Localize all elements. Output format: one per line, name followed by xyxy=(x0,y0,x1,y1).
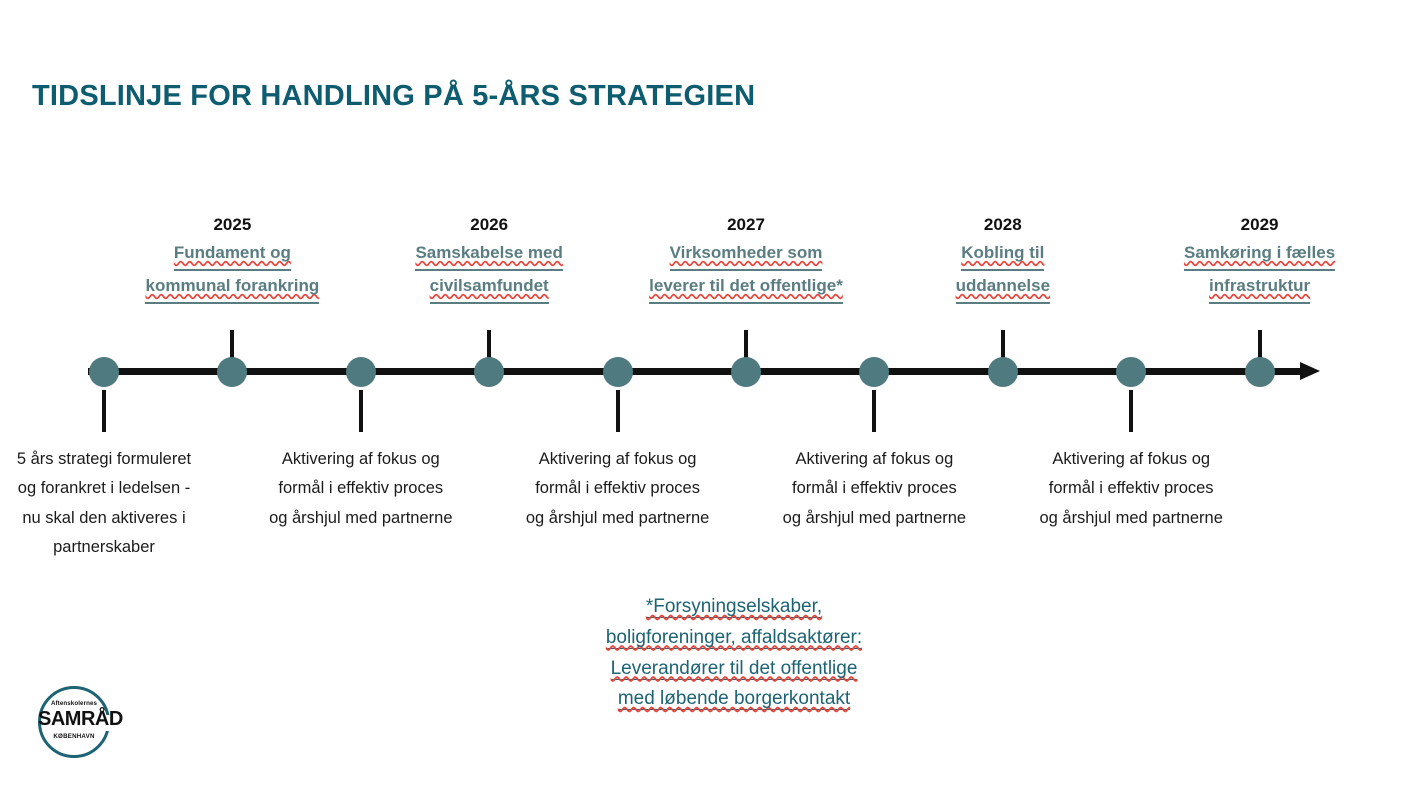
footnote-line-4: med løbende borgerkontakt xyxy=(617,688,851,711)
timeline-year-caption-text: Virksomheder som xyxy=(669,238,823,272)
samrad-logo: Aftenskolernes SAMRÅD KØBENHAVN xyxy=(38,686,123,758)
timeline-year-number: 2026 xyxy=(470,215,509,234)
timeline-year-caption-text: uddannelse xyxy=(955,271,1051,304)
footnote-line-1: *Forsyningselskaber, xyxy=(645,596,823,618)
timeline-year-number: 2028 xyxy=(983,215,1022,234)
timeline-year-caption-text: Fundament og xyxy=(173,238,291,272)
timeline-year-caption-line-1: Samskabelse med xyxy=(364,238,614,272)
timeline-tick-6 xyxy=(872,390,877,432)
timeline-year-caption-text: infrastruktur xyxy=(1209,271,1311,304)
timeline-axis-line xyxy=(88,368,1306,375)
timeline-year-caption-text: Samskabelse med xyxy=(415,238,563,272)
timeline-tick-1 xyxy=(230,330,235,372)
timeline-year-number: 2029 xyxy=(1240,215,1279,234)
timeline-node-8[interactable] xyxy=(1116,357,1147,387)
timeline-year-caption-line-2: kommunal forankring xyxy=(107,271,357,304)
timeline-node-7[interactable] xyxy=(987,357,1018,387)
timeline-tick-2 xyxy=(358,390,363,432)
timeline-description-4: Aktivering af fokus og formål i effektiv… xyxy=(525,450,710,527)
timeline-node-0[interactable] xyxy=(89,357,119,387)
footnote: *Forsyningselskaber, boligforeninger, af… xyxy=(519,592,949,715)
timeline-node-9[interactable] xyxy=(1244,357,1275,387)
logo-main-text: SAMRÅD xyxy=(38,708,123,730)
timeline-tick-8 xyxy=(1129,390,1134,432)
timeline-node-5[interactable] xyxy=(731,357,761,387)
timeline-description-6: Aktivering af fokus og formål i effektiv… xyxy=(782,450,967,527)
timeline-tick-5 xyxy=(744,330,748,372)
timeline-year-caption-text: Kobling til xyxy=(961,238,1045,272)
timeline-year-caption-line-2: civilsamfundet xyxy=(364,271,614,304)
timeline-node-2[interactable] xyxy=(345,357,376,387)
timeline-year-caption-text: kommunal forankring xyxy=(145,271,320,304)
timeline-year-caption-text: Samkøring i fælles xyxy=(1184,238,1336,272)
timeline-year-caption-line-2: leverer til det offentlige* xyxy=(621,271,871,304)
logo-ring-icon xyxy=(38,686,112,758)
timeline-year-caption-line-1: Fundament og xyxy=(107,238,357,272)
timeline-node-3[interactable] xyxy=(474,357,505,387)
timeline-axis-arrow-icon xyxy=(1300,362,1320,380)
timeline-tick-4 xyxy=(615,390,620,432)
timeline-year-caption-text: civilsamfundet xyxy=(429,271,549,304)
logo-bottom-text: KØBENHAVN xyxy=(53,733,95,740)
timeline-year-number: 2027 xyxy=(727,215,765,234)
timeline-description-0: 5 års strategi formuleret og forankret i… xyxy=(16,450,192,557)
timeline-tick-7 xyxy=(1000,330,1005,372)
timeline-year-caption-line-2: infrastruktur xyxy=(1135,271,1385,304)
timeline-year-caption-line-2: uddannelse xyxy=(878,271,1128,304)
logo-top-text: Aftenskolernes xyxy=(50,700,98,707)
timeline-tick-0 xyxy=(102,390,106,432)
timeline-tick-9 xyxy=(1257,330,1262,372)
timeline-year-caption-text: leverer til det offentlige* xyxy=(649,271,843,304)
timeline-node-6[interactable] xyxy=(859,357,890,387)
footnote-line-3: Leverandører til det offentlige xyxy=(610,657,858,680)
timeline-node-4[interactable] xyxy=(602,357,633,387)
timeline-description-2: Aktivering af fokus og formål i effektiv… xyxy=(269,450,453,527)
timeline-tick-3 xyxy=(487,330,492,372)
timeline-description-8: Aktivering af fokus og formål i effektiv… xyxy=(1039,450,1223,527)
timeline-year-caption-line-1: Samkøring i fælles xyxy=(1135,238,1385,272)
timeline-year-caption-line-1: Virksomheder som xyxy=(621,238,871,272)
page-title: TIDSLINJE FOR HANDLING PÅ 5-ÅRS STRATEGI… xyxy=(32,80,756,112)
timeline-year-number: 2025 xyxy=(213,215,252,234)
footnote-line-2: boligforeninger, affaldsaktører: xyxy=(605,626,863,649)
timeline-node-1[interactable] xyxy=(217,357,248,387)
timeline-year-caption-line-1: Kobling til xyxy=(878,238,1128,272)
